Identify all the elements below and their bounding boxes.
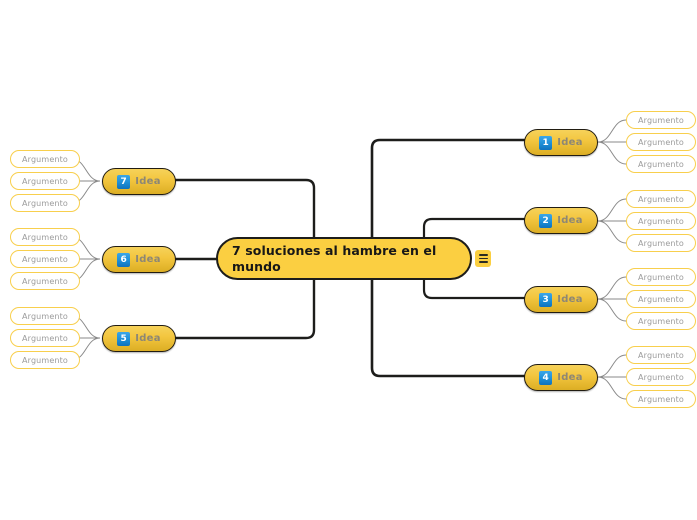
idea-node-label: Idea bbox=[557, 137, 583, 148]
argument-label: Argumento bbox=[22, 176, 68, 186]
menu-line bbox=[478, 261, 488, 263]
fan-branch-1 bbox=[597, 119, 627, 165]
argument-node[interactable]: Argumento bbox=[626, 133, 696, 151]
argument-node[interactable]: Argumento bbox=[626, 190, 696, 208]
idea-node-label: Idea bbox=[135, 333, 161, 344]
argument-node[interactable]: Argumento bbox=[10, 172, 80, 190]
argument-node[interactable]: Argumento bbox=[10, 329, 80, 347]
idea-node-5[interactable]: 5 Idea bbox=[102, 325, 176, 352]
idea-number-badge: 6 bbox=[117, 252, 131, 267]
argument-label: Argumento bbox=[638, 216, 684, 226]
argument-node[interactable]: Argumento bbox=[10, 351, 80, 369]
idea-node-3[interactable]: 3 Idea bbox=[524, 286, 598, 313]
argument-label: Argumento bbox=[638, 350, 684, 360]
argument-node[interactable]: Argumento bbox=[10, 307, 80, 325]
idea-node-4[interactable]: 4 Idea bbox=[524, 364, 598, 391]
argument-label: Argumento bbox=[22, 154, 68, 164]
argument-node[interactable]: Argumento bbox=[626, 268, 696, 286]
argument-label: Argumento bbox=[22, 254, 68, 264]
idea-node-2[interactable]: 2 Idea bbox=[524, 207, 598, 234]
argument-node[interactable]: Argumento bbox=[10, 194, 80, 212]
argument-node[interactable]: Argumento bbox=[10, 228, 80, 246]
fan-branch-4 bbox=[597, 354, 627, 400]
argument-node[interactable]: Argumento bbox=[626, 234, 696, 252]
idea-node-7[interactable]: 7 Idea bbox=[102, 168, 176, 195]
argument-node[interactable]: Argumento bbox=[10, 272, 80, 290]
argument-node[interactable]: Argumento bbox=[626, 312, 696, 330]
idea-number-badge: 2 bbox=[539, 213, 553, 228]
argument-node[interactable]: Argumento bbox=[626, 111, 696, 129]
argument-label: Argumento bbox=[638, 137, 684, 147]
fan-branch-3 bbox=[597, 276, 627, 322]
argument-label: Argumento bbox=[638, 115, 684, 125]
argument-label: Argumento bbox=[638, 159, 684, 169]
root-node[interactable]: 7 soluciones al hambre en el mundo bbox=[216, 237, 472, 280]
menu-line bbox=[478, 257, 488, 260]
argument-label: Argumento bbox=[638, 272, 684, 282]
idea-node-label: Idea bbox=[557, 215, 583, 226]
idea-node-6[interactable]: 6 Idea bbox=[102, 246, 176, 273]
argument-label: Argumento bbox=[638, 372, 684, 382]
argument-label: Argumento bbox=[638, 238, 684, 248]
idea-node-1[interactable]: 1 Idea bbox=[524, 129, 598, 156]
argument-label: Argumento bbox=[22, 276, 68, 286]
idea-number-badge: 7 bbox=[117, 174, 131, 189]
argument-node[interactable]: Argumento bbox=[626, 390, 696, 408]
idea-node-label: Idea bbox=[135, 176, 161, 187]
idea-number-badge: 5 bbox=[117, 331, 131, 346]
argument-node[interactable]: Argumento bbox=[626, 346, 696, 364]
argument-label: Argumento bbox=[638, 194, 684, 204]
argument-label: Argumento bbox=[638, 316, 684, 326]
idea-node-label: Idea bbox=[557, 372, 583, 383]
argument-node[interactable]: Argumento bbox=[10, 150, 80, 168]
idea-number-badge: 1 bbox=[539, 135, 553, 150]
argument-node[interactable]: Argumento bbox=[626, 155, 696, 173]
idea-node-label: Idea bbox=[557, 294, 583, 305]
argument-node[interactable]: Argumento bbox=[10, 250, 80, 268]
idea-number-badge: 4 bbox=[539, 370, 553, 385]
menu-line bbox=[478, 254, 488, 256]
hamburger-menu-icon[interactable] bbox=[475, 250, 491, 267]
argument-label: Argumento bbox=[22, 198, 68, 208]
fan-branch-2 bbox=[597, 198, 627, 244]
root-title: 7 soluciones al hambre en el mundo bbox=[232, 243, 437, 274]
argument-node[interactable]: Argumento bbox=[626, 290, 696, 308]
argument-node[interactable]: Argumento bbox=[626, 212, 696, 230]
argument-label: Argumento bbox=[638, 294, 684, 304]
argument-label: Argumento bbox=[22, 333, 68, 343]
argument-node[interactable]: Argumento bbox=[626, 368, 696, 386]
idea-number-badge: 3 bbox=[539, 292, 553, 307]
argument-label: Argumento bbox=[22, 311, 68, 321]
argument-label: Argumento bbox=[22, 232, 68, 242]
argument-label: Argumento bbox=[22, 355, 68, 365]
idea-node-label: Idea bbox=[135, 254, 161, 265]
argument-label: Argumento bbox=[638, 394, 684, 404]
